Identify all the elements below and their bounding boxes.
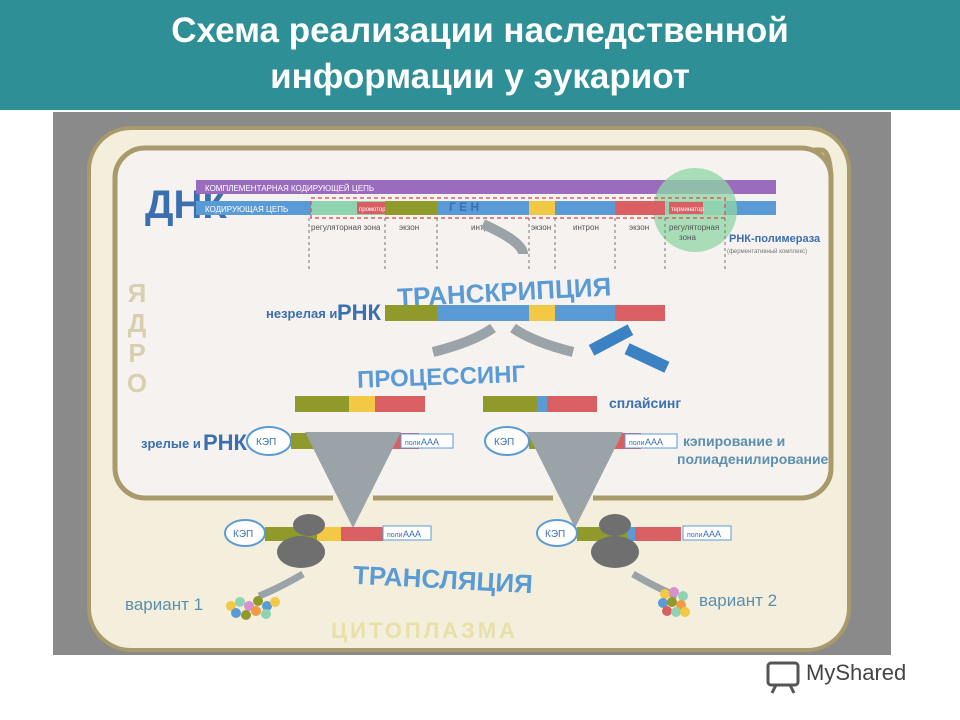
zone-regulatory-2b: зона: [679, 233, 696, 242]
variant-1-label: вариант 1: [125, 595, 203, 614]
polya-prefix: поли: [629, 440, 645, 447]
polya-suffix: ААА: [645, 437, 663, 447]
mrna-intron-2: [555, 305, 615, 321]
polya-suffix: ААА: [421, 437, 439, 447]
dna-intron-1: [437, 201, 529, 215]
protein-variant-2: [658, 587, 690, 617]
dna-exon-1: [385, 201, 437, 215]
immature-rna-suffix: РНК: [337, 300, 382, 325]
zone-exon-1: экзон: [399, 223, 419, 232]
dna-exon-2: [529, 201, 555, 215]
spliced-variant-1: [295, 396, 425, 412]
excised-intron: [624, 343, 670, 373]
nuclear-pore: [553, 490, 593, 504]
dna-exon-3: [615, 201, 665, 215]
promoter: [357, 202, 387, 214]
gene-expression-diagram: Я Д Р О ДНК КОМПЛЕМЕНТАРНАЯ КОДИРУЮЩЕЙ Ц…: [53, 112, 891, 655]
cyto-mrna-1: КЭП поли ААА: [224, 514, 432, 568]
terminator: [669, 202, 703, 214]
watermark-text: MyShared: [806, 660, 907, 685]
immature-mrna: [385, 305, 665, 321]
arrow-protein-1: [257, 570, 305, 600]
arrow-processing-right: [510, 323, 575, 357]
mature-rna-suffix: РНК: [203, 430, 248, 455]
zone-intron-2: интрон: [573, 223, 599, 232]
ribosome-small: [599, 514, 631, 536]
mature-rna-prefix: зрелые и: [141, 436, 201, 451]
gene-label: Г Е Н: [449, 200, 479, 214]
immature-rna-prefix: незрелая и: [266, 306, 337, 321]
capping-line-1: кэпирование и: [683, 433, 785, 449]
presentation-icon: [766, 661, 800, 687]
polya-prefix: поли: [387, 532, 403, 539]
zone-regulatory-2a: регуляторная: [669, 223, 719, 232]
nuclear-pore: [333, 490, 373, 504]
nucleus-letter-3: Р: [128, 338, 145, 368]
ribosome-large: [591, 536, 639, 568]
title-banner: Схема реализации наследственной информац…: [0, 0, 960, 110]
zone-dividers: [308, 218, 726, 270]
mrna-exon-1: [385, 305, 437, 321]
coding-strand-label: КОДИРУЮЩАЯ ЦЕПЬ: [205, 205, 288, 214]
terminator-label: терминатор: [671, 207, 704, 213]
nucleus-letter-2: Д: [128, 308, 147, 338]
rna-polymerase-label: РНК-полимераза: [729, 233, 821, 245]
variant-2-label: вариант 2: [699, 591, 777, 610]
cytoplasm-label: ЦИТОПЛАЗМА: [331, 618, 518, 643]
excised-intron: [588, 324, 634, 356]
ribosome-small: [293, 514, 325, 536]
mrna-exon-3: [615, 305, 665, 321]
nucleus: [112, 145, 834, 501]
cap-label: КЭП: [494, 437, 514, 448]
mrna-intron-1: [437, 305, 529, 321]
arrow-transcription: [480, 219, 528, 255]
cap-label: КЭП: [256, 437, 276, 448]
complementary-strand: [196, 180, 776, 194]
zone-exon-3: экзон: [629, 223, 649, 232]
title-line-1: Схема реализации наследственной: [171, 11, 789, 50]
cap-label: КЭП: [545, 529, 565, 540]
polya-prefix: поли: [687, 532, 703, 539]
nucleus-letter-1: Я: [128, 278, 147, 308]
capping-line-2: полиаденилирование: [677, 451, 829, 467]
enzyme-complex-label: (ферментативный комплекс): [727, 248, 807, 255]
arrow-processing-left: [431, 323, 496, 357]
nucleus-letter-4: О: [127, 368, 147, 398]
page-title: Схема реализации наследственной информац…: [0, 8, 960, 100]
processing-label: ПРОЦЕССИНГ: [357, 361, 526, 394]
polya-suffix: ААА: [703, 529, 721, 539]
title-line-2: информации у эукариот: [270, 57, 690, 96]
complementary-strand-label: КОМПЛЕМЕНТАРНАЯ КОДИРУЮЩЕЙ ЦЕПЬ: [205, 184, 374, 193]
promoter-label: промотор: [359, 207, 386, 213]
zone-regulatory-1: регуляторная зона: [311, 223, 381, 232]
protein-variant-1: [226, 596, 280, 620]
splicing-label: сплайсинг: [609, 395, 681, 411]
spliced-variant-2: [483, 396, 597, 412]
polya-suffix: ААА: [403, 529, 421, 539]
watermark-logo: [766, 661, 800, 694]
mrna-exon-2: [529, 305, 555, 321]
gene-bracket: [310, 197, 726, 219]
cap-label: КЭП: [233, 529, 253, 540]
ribosome-large: [277, 536, 325, 568]
polya-prefix: поли: [405, 440, 421, 447]
nucleus-label: Я Д Р О: [127, 278, 147, 398]
zone-exon-2: экзон: [531, 223, 551, 232]
dna-intron-2: [555, 201, 615, 215]
cyto-mrna-2: КЭП поли ААА: [536, 514, 732, 568]
